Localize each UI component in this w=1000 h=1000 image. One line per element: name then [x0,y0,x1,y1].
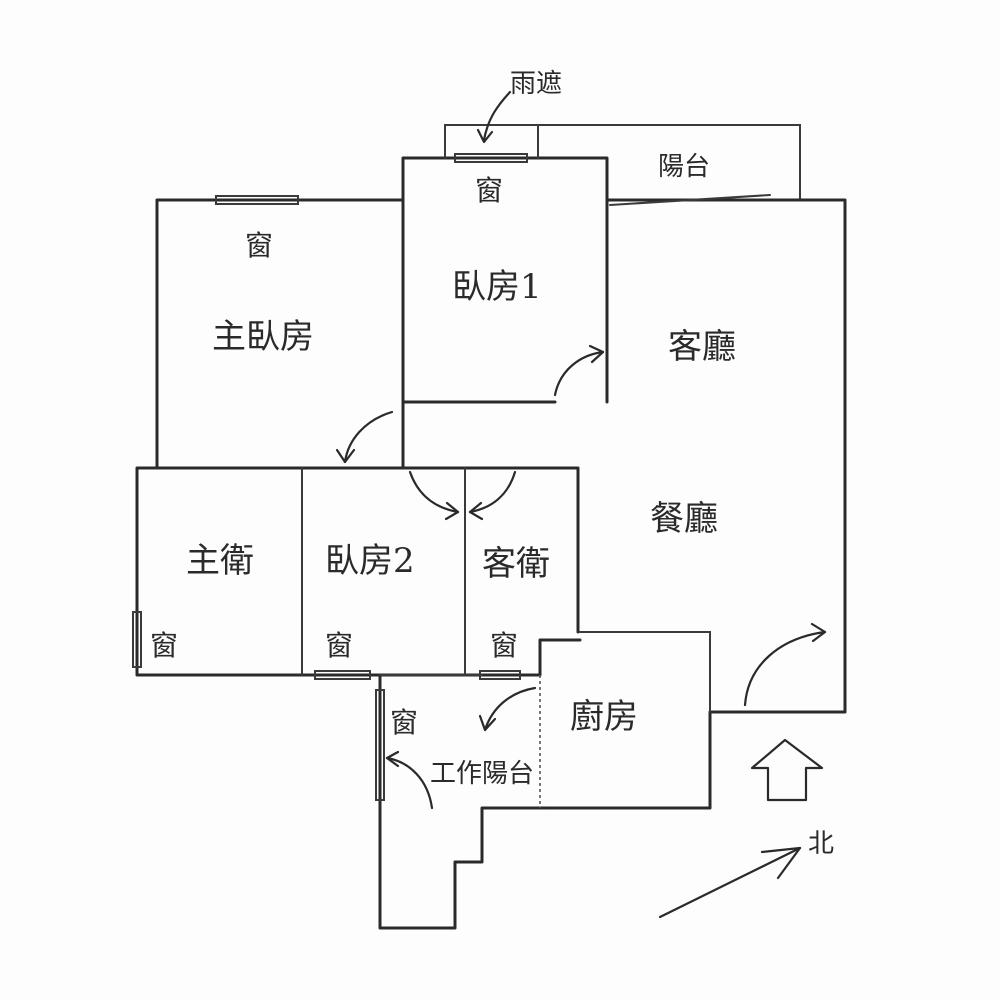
awning-pointer-arrowhead [476,128,494,144]
living-room-door-arrow [743,630,827,707]
balcony-outline [537,124,801,201]
bedroom1-door-arrow [553,350,605,397]
balcony-label: 陽台 [658,152,710,182]
guestbath-door-arrow [468,470,517,514]
north-arrow-icon [658,846,802,919]
guest-bath-label: 客衛 [482,544,550,584]
guestbath-window-mark [479,670,521,680]
bedroom1-wall [401,156,609,470]
master-bedroom-wall [155,198,405,470]
north-arrow-head [760,846,802,880]
awning-outline [444,124,539,159]
north-arrow-shaft [658,846,802,919]
bedroom1-door-arrowhead [588,344,605,364]
utility-balcony-wall [378,673,547,930]
north-label: 北 [808,829,834,859]
balcony-door-mark [609,194,771,206]
utility-door-arrow [483,686,537,732]
living-room-door-arrowhead [810,622,827,643]
master-bedroom-window-mark [215,195,299,205]
master-bath-label: 主衛 [186,541,254,581]
bedroom1-window-label: 窗 [475,174,503,207]
utility-window-mark [375,689,385,801]
bottom-rooms-left-wall [135,466,582,677]
dining-room-label: 餐廳 [650,499,718,539]
bedroom2-label: 臥房2 [325,541,415,581]
master-bath-window-mark [132,611,142,668]
bedroom2-door-arrowhead [444,501,460,521]
utility-balcony-label: 工作陽台 [430,759,534,789]
window-marks [132,153,771,801]
utility-window-arrow [385,756,434,810]
master-bath-window-label: 窗 [150,629,178,662]
bottom-rooms-wall [155,466,580,634]
bedroom2-window-label: 窗 [325,629,353,662]
master-bedroom-label: 主臥房 [212,317,314,357]
master-bedroom-door-arrow [343,410,394,464]
master-bedroom-window-label: 窗 [245,229,273,262]
utility-window-arrowhead [385,750,400,768]
awning-pointer-arrow [482,90,512,142]
kitchen-wall [579,631,711,713]
labels: 主臥房 臥房1 客廳 餐廳 主衛 臥房2 客衛 廚房 工作陽台 陽台 雨遮 北 … [150,69,834,859]
bedroom1-window-mark [454,153,528,163]
walls [135,124,847,930]
bedroom1-label: 臥房1 [452,267,542,307]
guestbath-window-label: 窗 [490,629,518,662]
kitchen-label: 廚房 [570,697,638,737]
master-bedroom-door-arrowhead [335,448,356,464]
utility-window-label: 窗 [390,706,418,739]
door-arrows [335,344,827,810]
utility-door-arrowhead [478,714,497,732]
bedroom2-window-mark [314,670,371,680]
bedroom2-door-arrow [408,470,460,514]
guestbath-door-arrowhead [468,501,484,521]
living-room-outer-wall [543,198,847,810]
awning-label: 雨遮 [510,69,562,99]
entrance-arrow-icon [750,738,824,802]
living-room-label: 客廳 [668,327,736,367]
